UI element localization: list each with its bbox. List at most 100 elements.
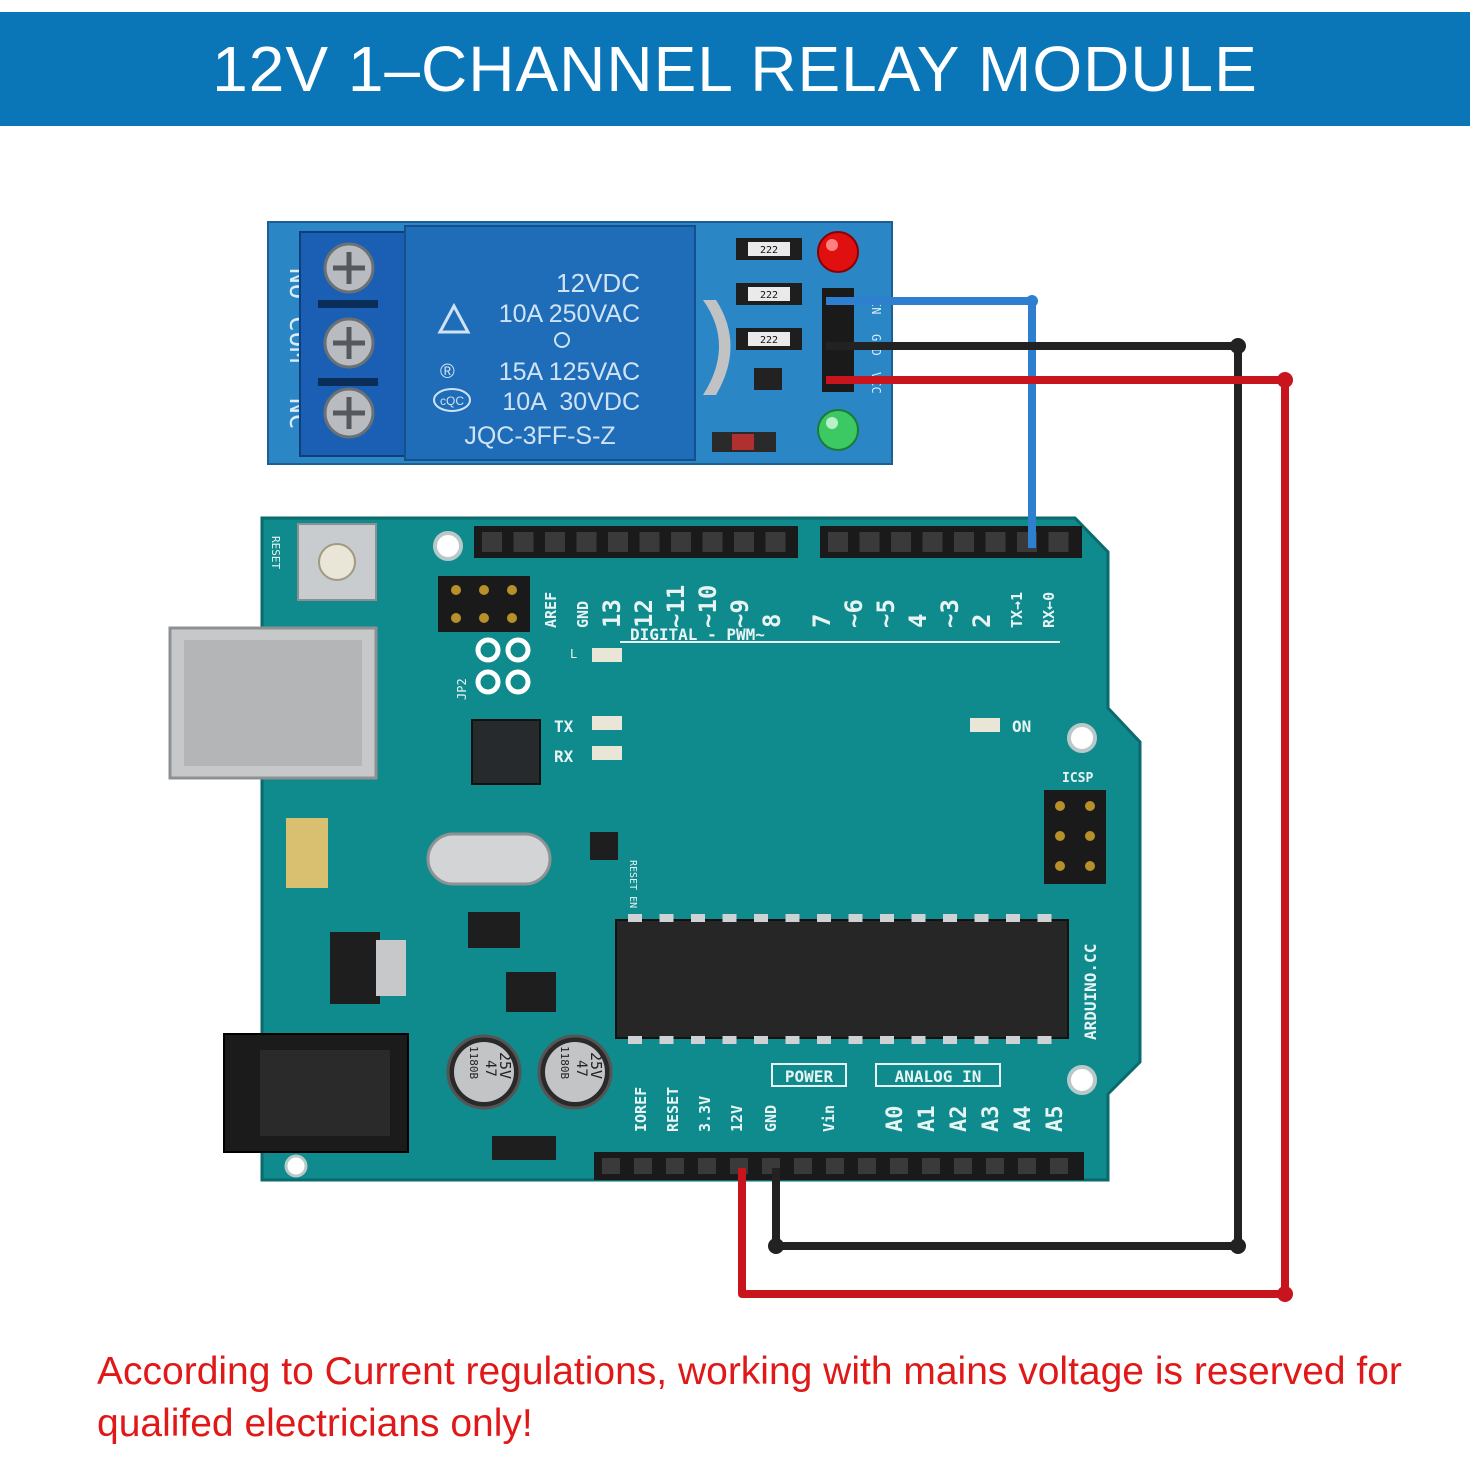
header-hole <box>954 1158 972 1174</box>
svg-text:1180B: 1180B <box>467 1046 480 1079</box>
analog-pin-label: A3 <box>979 1106 1004 1133</box>
capacitor-right: 1180B 47 25V <box>537 1034 613 1110</box>
header-hole <box>602 1158 620 1174</box>
crystal-oscillator <box>426 832 552 886</box>
analog-pin-label: A4 <box>1011 1106 1036 1133</box>
reset-button-cap[interactable] <box>318 543 356 581</box>
digital-pin-label: ~11 <box>662 585 690 628</box>
digital-pin-label: ~6 <box>840 599 868 628</box>
chip-pin <box>880 1036 894 1044</box>
header-hole <box>828 532 848 552</box>
wire-bend-dot <box>1026 295 1038 307</box>
header-hole <box>859 532 880 552</box>
chip-pin <box>785 914 800 922</box>
relay-transistor <box>754 368 782 390</box>
digital-pin-label: 12 <box>630 599 658 628</box>
digital-pin-label: 8 <box>758 614 786 628</box>
icsp-header <box>1044 790 1106 884</box>
header-hole <box>1050 1158 1068 1174</box>
regulator-tab <box>376 940 406 996</box>
title-banner: 12V 1–CHANNEL RELAY MODULE <box>0 12 1470 126</box>
led-l <box>592 648 622 662</box>
digital-pin-label: 4 <box>904 614 932 628</box>
chip-pin <box>911 1036 926 1044</box>
on-label: ON <box>1012 717 1031 736</box>
led-highlight <box>826 239 838 251</box>
capacitor-left: 1180B 47 25V <box>446 1034 522 1110</box>
wire-bend-dot <box>1277 1286 1293 1302</box>
digital-pin-label: 13 <box>598 599 626 628</box>
power-pin-label: RESET <box>664 1087 682 1132</box>
digital-pin-label: ~9 <box>726 599 754 628</box>
header-hole <box>608 532 628 552</box>
header-hole <box>954 532 974 552</box>
header-hole <box>634 1158 652 1174</box>
rx-label: RX <box>554 747 574 766</box>
chip-pin <box>1006 914 1020 922</box>
relay-spec-250vac: 10A 250VAC <box>499 300 640 328</box>
chip-pin <box>943 1036 957 1044</box>
usb-port-face <box>184 640 362 766</box>
digital-pin-label: RX←0 <box>1040 592 1058 628</box>
header-hole <box>890 1158 908 1174</box>
relay-pin-mark <box>554 332 570 348</box>
smd-chip <box>590 832 618 860</box>
warning-triangle-icon <box>437 302 471 334</box>
power-pin-label: 3.3V <box>696 1096 714 1132</box>
screw-com <box>323 317 375 369</box>
jp2-pads <box>475 637 531 695</box>
tx-label: TX <box>554 717 574 736</box>
digital-pin-label: ~5 <box>872 599 900 628</box>
svg-text:47: 47 <box>573 1060 589 1077</box>
chip-pin <box>817 914 831 922</box>
icsp-usb-header <box>438 576 530 632</box>
power-pin-label: 12V <box>728 1105 746 1132</box>
digital-pin-label: ~10 <box>694 585 722 628</box>
wire-bend-dot <box>1277 372 1293 388</box>
relay-resistors: 222 222 222 <box>736 238 802 350</box>
usb-interface-chip <box>471 719 541 785</box>
header-hole <box>985 532 1006 552</box>
led-tx <box>592 716 622 730</box>
cqc-mark-label: cQC <box>440 394 464 408</box>
chip-pin <box>628 914 642 922</box>
chip-pin <box>880 914 894 922</box>
terminal-divider <box>318 300 378 308</box>
header-hole <box>513 532 534 552</box>
analog-label: ANALOG IN <box>895 1067 982 1086</box>
header-hole <box>671 532 691 552</box>
ul-mark-icon: ® <box>440 361 455 383</box>
chip-pin <box>974 914 989 922</box>
digital-pin-label: 7 <box>808 614 836 628</box>
header-hole <box>545 532 565 552</box>
relay-power-led <box>817 231 859 273</box>
smd-chip <box>506 972 556 1012</box>
analog-label-box <box>875 1063 1001 1087</box>
header-hole <box>1018 1158 1036 1174</box>
chip-pin <box>1006 1036 1020 1044</box>
led-l-label: L <box>570 647 577 661</box>
analog-pin-label: A0 <box>883 1106 908 1133</box>
relay-spec-30vdc: 10A 30VDC <box>502 388 640 416</box>
header-hole <box>922 532 943 552</box>
chip-pin <box>974 1036 989 1044</box>
analog-pin-label: A2 <box>947 1106 972 1133</box>
header-hole <box>891 532 911 552</box>
chip-pins <box>628 914 1052 1044</box>
chip-pin <box>911 914 926 922</box>
svg-text:222: 222 <box>760 335 778 346</box>
header-hole <box>576 532 597 552</box>
header-hole <box>794 1158 812 1174</box>
header-hole <box>858 1158 876 1174</box>
header-hole <box>482 532 502 552</box>
svg-text:222: 222 <box>760 290 778 301</box>
mounting-hole <box>1067 1065 1097 1095</box>
led-rx <box>592 746 622 760</box>
power-header-holes <box>602 1158 1068 1174</box>
chip-pin <box>722 1036 737 1044</box>
relay-spec-125vac: 15A 125VAC <box>499 358 640 386</box>
digital-pin-label: 2 <box>968 614 996 628</box>
mounting-hole <box>433 531 463 561</box>
